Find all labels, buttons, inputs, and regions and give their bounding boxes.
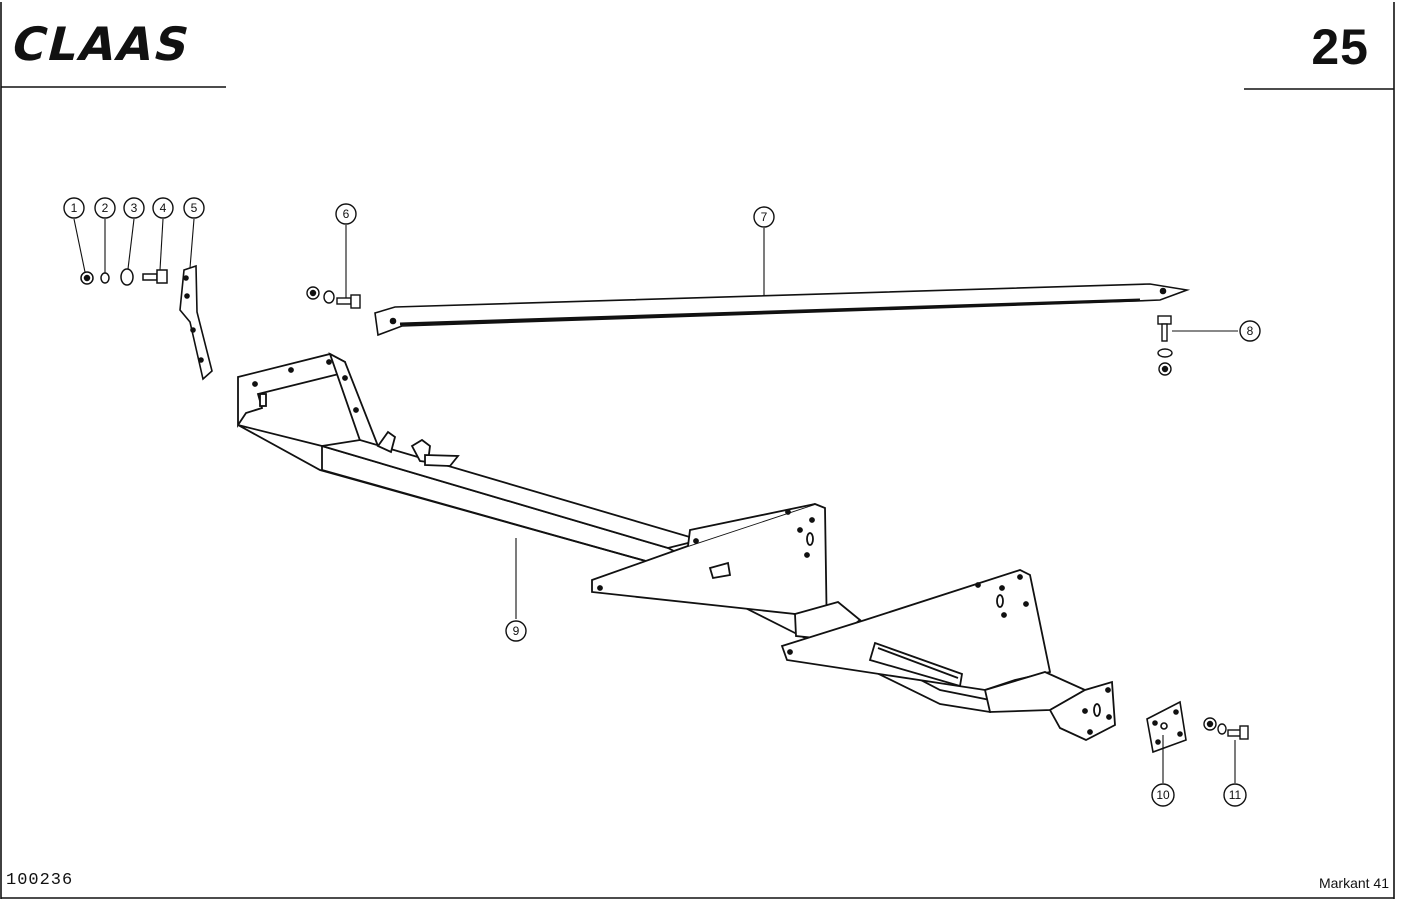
hardware-part-6: [306, 286, 361, 309]
callout-5[interactable]: 5: [183, 197, 205, 219]
document-id: 100236: [6, 871, 74, 890]
tie-bar-part-7: [374, 283, 1191, 337]
svg-text:2: 2: [102, 201, 109, 215]
plate-part-10: [1146, 700, 1187, 754]
svg-text:3: 3: [131, 201, 138, 215]
svg-text:11: 11: [1229, 788, 1242, 802]
hardware-part-11: [1203, 717, 1249, 740]
svg-text:7: 7: [761, 210, 768, 224]
washer-part-2: [100, 272, 110, 284]
spring-washer-part-3: [120, 268, 134, 286]
callout-1[interactable]: 1: [63, 197, 85, 219]
callout-9[interactable]: 9: [505, 620, 527, 642]
callout-11[interactable]: 11: [1223, 783, 1247, 807]
model-name: Markant 41: [1318, 875, 1389, 891]
callout-7[interactable]: 7: [753, 206, 775, 228]
main-frame-part-9: [237, 352, 1116, 742]
svg-text:6: 6: [343, 207, 350, 221]
svg-text:CLAAS: CLAAS: [6, 19, 197, 72]
callout-6[interactable]: 6: [335, 203, 357, 225]
svg-text:8: 8: [1247, 324, 1254, 338]
svg-text:10: 10: [1156, 788, 1170, 802]
callout-3[interactable]: 3: [123, 197, 145, 219]
svg-text:1: 1: [71, 201, 78, 215]
svg-text:5: 5: [191, 201, 198, 215]
callout-10[interactable]: 10: [1151, 783, 1175, 807]
callout-8[interactable]: 8: [1239, 320, 1261, 342]
claas-logo: CLAAS: [6, 19, 197, 72]
bracket-part-5: [179, 264, 213, 381]
callout-4[interactable]: 4: [152, 197, 174, 219]
page-number: 25: [1311, 19, 1369, 75]
svg-text:4: 4: [160, 201, 167, 215]
leader-lines: [73, 218, 1238, 783]
small-hardware-group: [80, 268, 168, 286]
nut-part-1: [80, 271, 94, 285]
bolt-part-4: [142, 269, 168, 284]
callout-2[interactable]: 2: [94, 197, 116, 219]
hardware-part-8: [1157, 315, 1173, 376]
callout-group: 1 2 3 4 5 6 7 8 9 10 11: [63, 197, 1261, 807]
svg-text:9: 9: [513, 624, 520, 638]
